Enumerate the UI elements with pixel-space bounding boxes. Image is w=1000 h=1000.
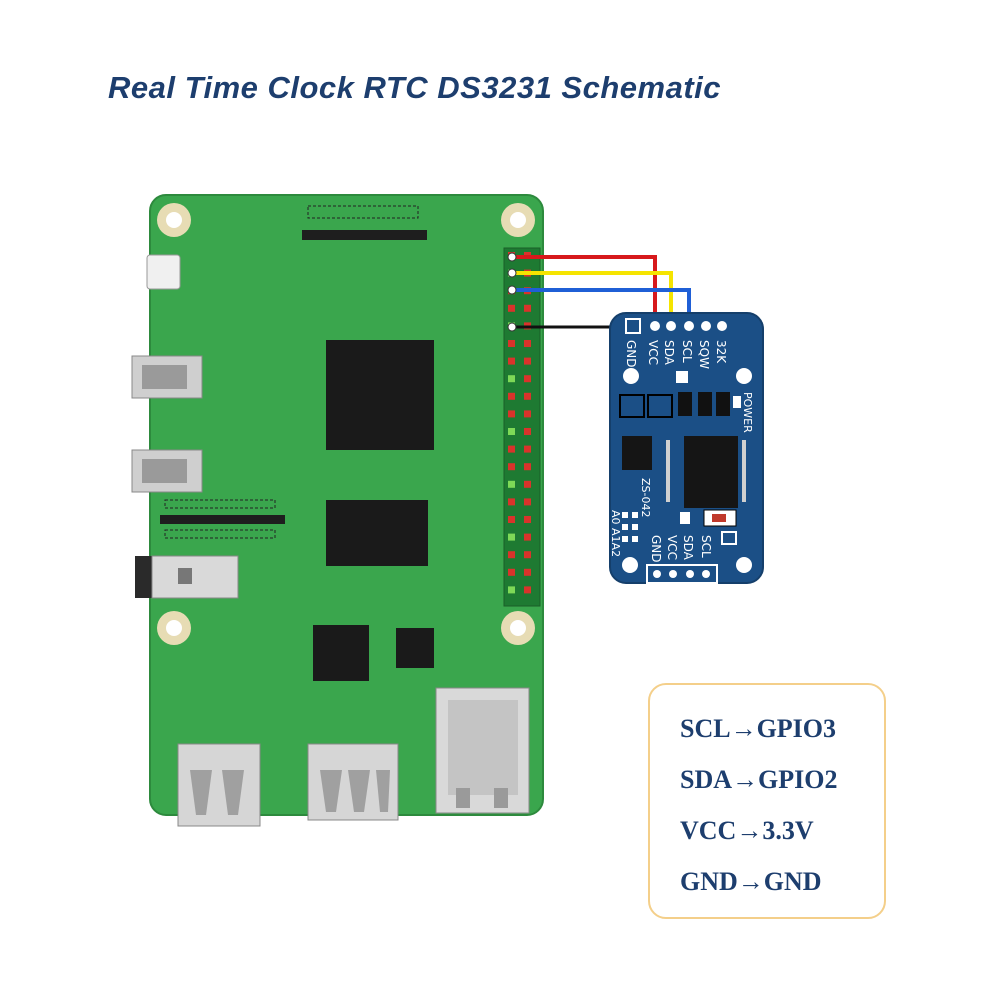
gpio-pin (508, 392, 515, 400)
gpio-header (503, 247, 541, 607)
rtc-module: GND VCC SDA SCL SQW 32K POWER ZS-042 A0 … (609, 312, 764, 584)
display-connector-slot (302, 230, 427, 240)
usb-controller-chip (313, 625, 369, 681)
gpio-pin (524, 568, 531, 576)
page-title: Real Time Clock RTC DS3231 Schematic (108, 70, 722, 105)
legend-vcc: VCC→3.3V (680, 816, 814, 845)
soc-chip (326, 340, 434, 450)
gpio-pin (508, 375, 515, 383)
ram-chip (326, 500, 428, 566)
rtc-top-header (625, 318, 727, 334)
gpio-pin (524, 375, 531, 383)
camera-connector (164, 499, 276, 509)
gpio-pin (508, 551, 515, 559)
gpio-pin (508, 340, 515, 347)
power-connector (146, 254, 181, 290)
rtc-bottom-header (646, 564, 718, 584)
gpio-pin (524, 586, 531, 594)
wire-vcc (512, 255, 657, 327)
micro-hdmi-port-1 (131, 355, 203, 399)
gpio-pin (524, 533, 531, 541)
usb-port (177, 743, 261, 827)
rtc-bottom-pin-label: SDA (681, 535, 695, 561)
rtc-bottom-pin-label: GND (649, 535, 663, 563)
gpio-pin (508, 533, 515, 541)
gpio-pin (508, 568, 515, 576)
gpio-pin (524, 551, 531, 559)
gpio-pin (524, 428, 531, 435)
gpio-pin (508, 516, 515, 523)
power-label: POWER (741, 392, 754, 433)
ds3231-chip (684, 436, 738, 508)
camera-connector-slot (160, 515, 285, 524)
gpio-pin (524, 463, 531, 471)
usb-port-2 (307, 743, 399, 821)
mounting-holes (157, 203, 535, 645)
rtc-pin-label: SQW (697, 340, 711, 369)
pin-mapping-legend: SCL→GPIO3 SDA→GPIO2 VCC→3.3V GND→GND (648, 683, 886, 919)
gpio-pin (508, 586, 515, 594)
audio-jack (135, 555, 239, 599)
gpio-pin (508, 480, 515, 488)
legend-scl: SCL→GPIO3 (680, 714, 837, 743)
wire-sda (512, 271, 673, 327)
raspberry-pi-board (131, 194, 544, 827)
gpio-pin (524, 340, 531, 347)
gpio-pin (508, 498, 515, 506)
micro-hdmi-port-2 (131, 449, 203, 493)
gpio-pin (508, 445, 515, 453)
gpio-pin (508, 410, 515, 418)
legend-gnd: GND→GND (680, 867, 822, 896)
eeprom-chip (622, 436, 652, 470)
gpio-pin (508, 357, 515, 365)
rtc-pin-label: GND (624, 340, 638, 368)
legend-sda: SDA→GPIO2 (680, 765, 838, 794)
ethernet-port (435, 687, 530, 814)
rtc-pin-label: VCC (646, 340, 660, 365)
display-connector (307, 205, 419, 219)
gpio-pin (524, 480, 531, 488)
gpio-pin (524, 357, 531, 365)
gpio-pin (524, 498, 531, 506)
gpio-pin (524, 516, 531, 523)
rtc-bottom-pin-label: VCC (665, 535, 679, 560)
gpio-pin (508, 463, 515, 471)
rtc-pin-label: SCL (680, 340, 694, 363)
model-label: ZS-042 (639, 478, 652, 517)
gpio-pin (508, 428, 515, 435)
gpio-pin (524, 392, 531, 400)
rtc-pin-label: 32K (714, 340, 728, 364)
rtc-pin-label: SDA (662, 340, 676, 366)
address-label: A0 A1A2 (609, 510, 622, 557)
rtc-bottom-pin-label: SCL (699, 535, 713, 558)
gpio-pin (524, 410, 531, 418)
gpio-pin (524, 445, 531, 453)
ethernet-controller-chip (396, 628, 434, 668)
gpio-pin (508, 304, 515, 312)
gpio-pin (524, 304, 531, 312)
